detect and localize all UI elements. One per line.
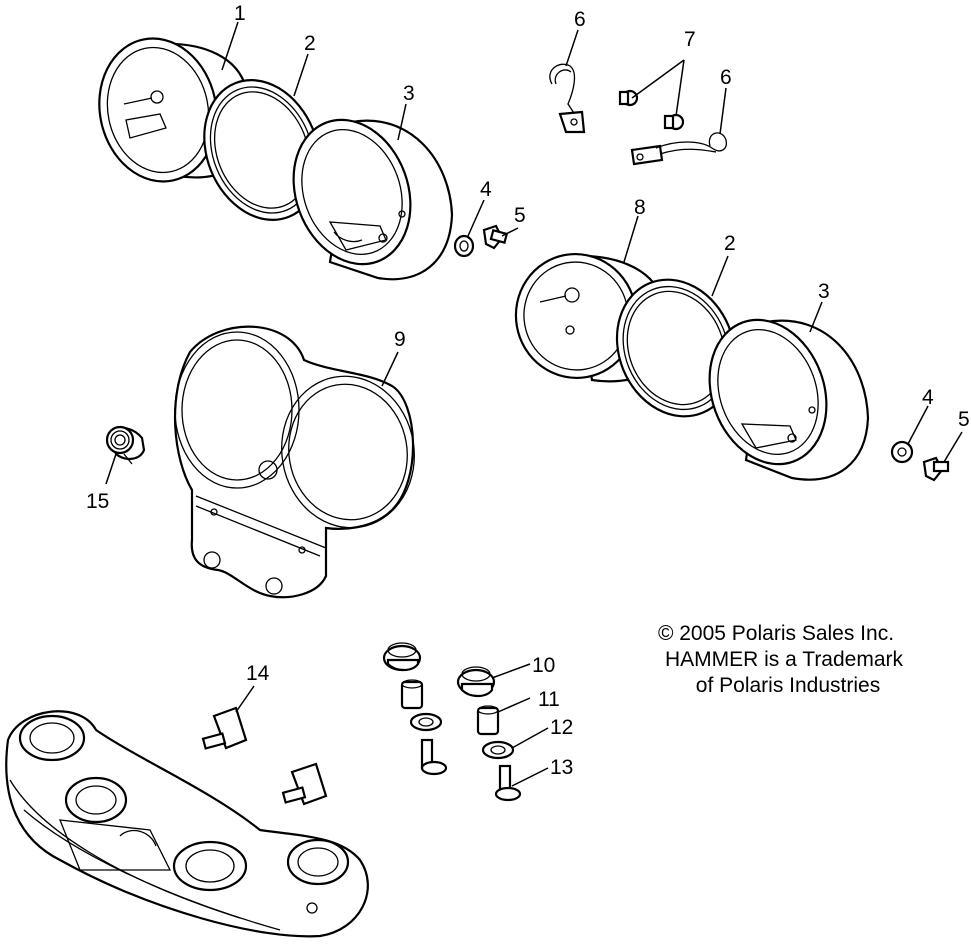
callout-10: 10 [532,654,555,677]
spacer-11-left [400,679,424,710]
washer-4-lower [890,440,914,464]
callout-4-upper: 4 [480,178,492,201]
ring-2-lower [615,278,737,418]
callout-4-lower: 4 [922,386,934,409]
callout-9: 9 [394,328,406,351]
bolt-5-lower [922,456,950,482]
callout-7: 7 [684,28,696,51]
bulb-7-a [618,89,639,107]
mount-14-a [201,706,248,750]
bolt-13-right [494,764,522,802]
callout-15: 15 [86,490,109,513]
bolt-5-upper [482,224,509,250]
callout-5-lower: 5 [958,408,970,431]
callout-5-upper: 5 [514,204,526,227]
copyright-line-3: of Polaris Industries [696,674,880,697]
copyright-line-2: HAMMER is a Trademark [665,648,904,671]
bolt-13-left [420,738,448,776]
callout-2-upper: 2 [304,32,316,55]
mount-14-b [281,762,328,806]
callout-labels: 1 2 3 4 5 6 7 6 8 2 3 9 4 5 15 10 11 12 … [86,2,970,779]
callout-3-upper: 3 [403,82,415,105]
spacer-11-right [476,705,500,736]
mount-bracket-9 [173,325,415,599]
copyright-notice: © 2005 Polaris Sales Inc. HAMMER is a Tr… [658,622,904,697]
grommet-10-left [382,642,422,672]
callout-11: 11 [538,688,560,711]
grommet-10-right [456,666,496,698]
bracket-6-lower [630,132,727,166]
callout-14: 14 [246,662,270,685]
housing-3-upper [292,118,454,281]
housing-3-lower [708,318,870,481]
callout-8: 8 [634,196,646,219]
leader-lines [105,21,963,787]
callout-13: 13 [550,756,573,779]
washer-12-left [409,712,443,732]
bulb-7-b [663,113,685,131]
callout-2-lower: 2 [724,232,736,255]
callout-3-lower: 3 [818,280,830,303]
callout-12: 12 [550,716,573,739]
washer-4-upper [453,234,475,258]
triple-clamp [5,710,369,938]
washer-12-right [481,740,515,760]
copyright-line-1: © 2005 Polaris Sales Inc. [658,622,894,645]
bracket-6-upper [549,63,586,134]
callout-1: 1 [234,2,246,25]
indicator-15 [105,425,146,465]
callout-6-lower: 6 [720,66,732,89]
callout-6-upper: 6 [574,8,586,31]
